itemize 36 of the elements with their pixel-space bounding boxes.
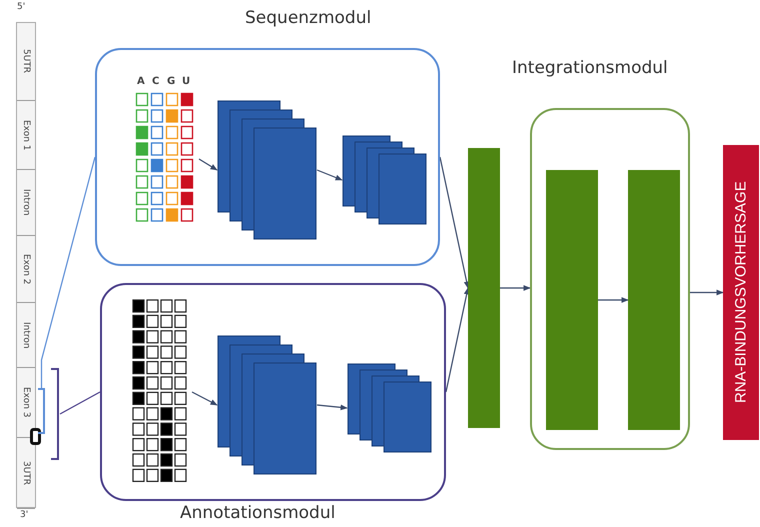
dense-layer-bar <box>468 148 500 428</box>
arrow <box>690 290 724 296</box>
end-label: 3' <box>20 510 28 520</box>
arrow <box>316 404 348 410</box>
module-title: Sequenzmodul <box>245 8 372 28</box>
connector-line <box>40 156 96 388</box>
bracket <box>50 368 60 460</box>
arrow <box>198 158 218 171</box>
feature-map-stack-drawing <box>217 335 317 475</box>
gene-segment: Intron <box>17 170 35 236</box>
dense-layer-bar <box>546 170 598 430</box>
column-header: G <box>167 76 176 87</box>
feature-map-stack-drawing <box>342 135 427 225</box>
arrow <box>192 391 218 406</box>
module-title: Integrationsmodul <box>512 58 668 78</box>
prediction-banner: RNA-BINDUNGSVORHERSAGE <box>723 145 759 440</box>
dense-layer-bar <box>628 170 680 430</box>
column-header: A <box>137 76 145 87</box>
column-header: C <box>152 76 160 87</box>
gene-segment: 5UTR <box>17 23 35 101</box>
gene-segment: Exon 1 <box>17 101 35 170</box>
arrow <box>500 285 531 291</box>
bracket <box>37 388 46 434</box>
arrow <box>598 297 629 303</box>
module-title: Annotationsmodul <box>180 503 336 523</box>
selection-marker <box>30 428 41 445</box>
gene-segment: Intron <box>17 303 35 368</box>
connector-line <box>60 391 100 415</box>
arrow <box>316 169 343 181</box>
arrow <box>439 156 470 289</box>
gene-segment: Exon 2 <box>17 236 35 303</box>
feature-map-stack-drawing <box>347 363 432 453</box>
end-label: 5' <box>17 2 26 12</box>
arrow <box>445 287 470 392</box>
column-header: U <box>182 76 190 87</box>
feature-map-stack-drawing <box>217 100 317 240</box>
